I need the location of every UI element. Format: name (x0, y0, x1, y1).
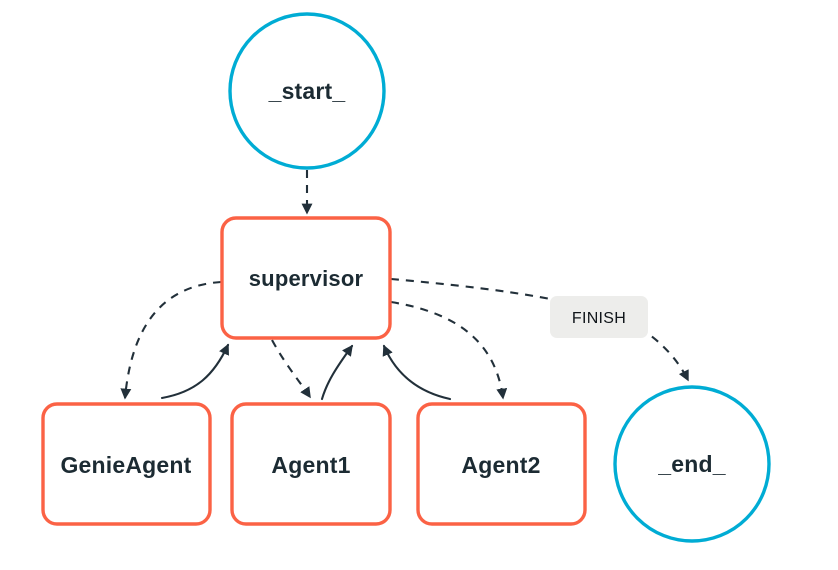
edge-supervisor-genieagent (120, 280, 222, 400)
edge-genieagent-supervisor (160, 343, 230, 400)
node-end-shape[interactable] (613, 385, 771, 543)
node-agent2[interactable]: Agent2 (416, 402, 587, 526)
node-agent2-shape[interactable] (416, 402, 587, 526)
node-layer: _start_ supervisor GenieAgent Agent1 Age… (41, 12, 771, 543)
node-supervisor[interactable]: supervisor (220, 216, 392, 340)
edge-supervisor-end (390, 277, 689, 382)
node-genieagent-shape[interactable] (41, 402, 212, 526)
edge-layer (120, 170, 689, 401)
edge-supervisor-agent2 (390, 300, 508, 400)
finish-label-text: FINISH (572, 310, 626, 327)
node-end[interactable]: _end_ (613, 385, 771, 543)
finish-label-background (550, 296, 648, 338)
node-supervisor-shape[interactable] (220, 216, 392, 340)
edge-supervisor-agent1 (271, 339, 311, 399)
node-agent2-label: Agent2 (461, 452, 540, 478)
node-genieagent-label: GenieAgent (60, 452, 191, 478)
node-end-label: _end_ (657, 451, 725, 477)
node-agent1[interactable]: Agent1 (230, 402, 392, 526)
node-start-label: _start_ (268, 78, 346, 104)
edge-agent2-supervisor (382, 344, 452, 401)
node-start-shape[interactable] (228, 12, 386, 170)
node-agent1-shape[interactable] (230, 402, 392, 526)
node-agent1-label: Agent1 (271, 452, 350, 478)
edge-agent1-supervisor (320, 344, 354, 401)
node-genieagent[interactable]: GenieAgent (41, 402, 212, 526)
node-supervisor-label: supervisor (249, 266, 364, 291)
edge-label-finish: FINISH (550, 296, 648, 338)
node-start[interactable]: _start_ (228, 12, 386, 170)
